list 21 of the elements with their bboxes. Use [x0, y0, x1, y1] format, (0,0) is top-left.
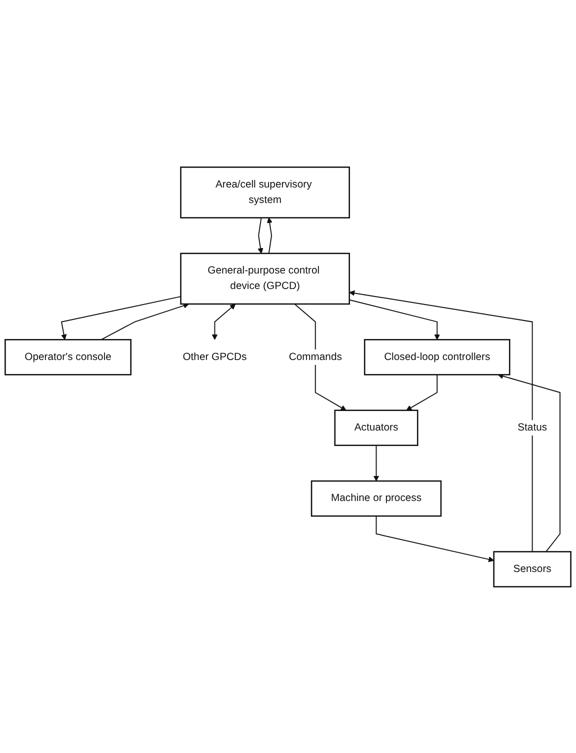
node-box: Closed-loop controllers: [364, 338, 510, 375]
arrow: [498, 372, 560, 552]
edge-label: Status: [518, 422, 548, 433]
arrow: [348, 298, 440, 340]
arrow: [258, 216, 264, 254]
arrow: [60, 296, 182, 340]
arrow: [266, 217, 272, 254]
node-text: Other GPCDs: [182, 350, 247, 362]
edge-label: Commands: [288, 350, 342, 362]
node-box: General-purpose control device (GPCD): [180, 252, 350, 304]
arrow: [349, 290, 533, 552]
node-box: Area/cell supervisory system: [180, 166, 350, 218]
node-box: Sensors: [493, 550, 572, 587]
arrow: [212, 303, 236, 340]
node-box: Actuators: [334, 409, 418, 446]
arrow: [376, 515, 494, 562]
arrow: [100, 302, 189, 340]
arrow: [406, 374, 438, 410]
arrow: [373, 444, 380, 481]
node-box: Machine or process: [310, 480, 442, 516]
node-box: Operator's console: [4, 338, 132, 375]
